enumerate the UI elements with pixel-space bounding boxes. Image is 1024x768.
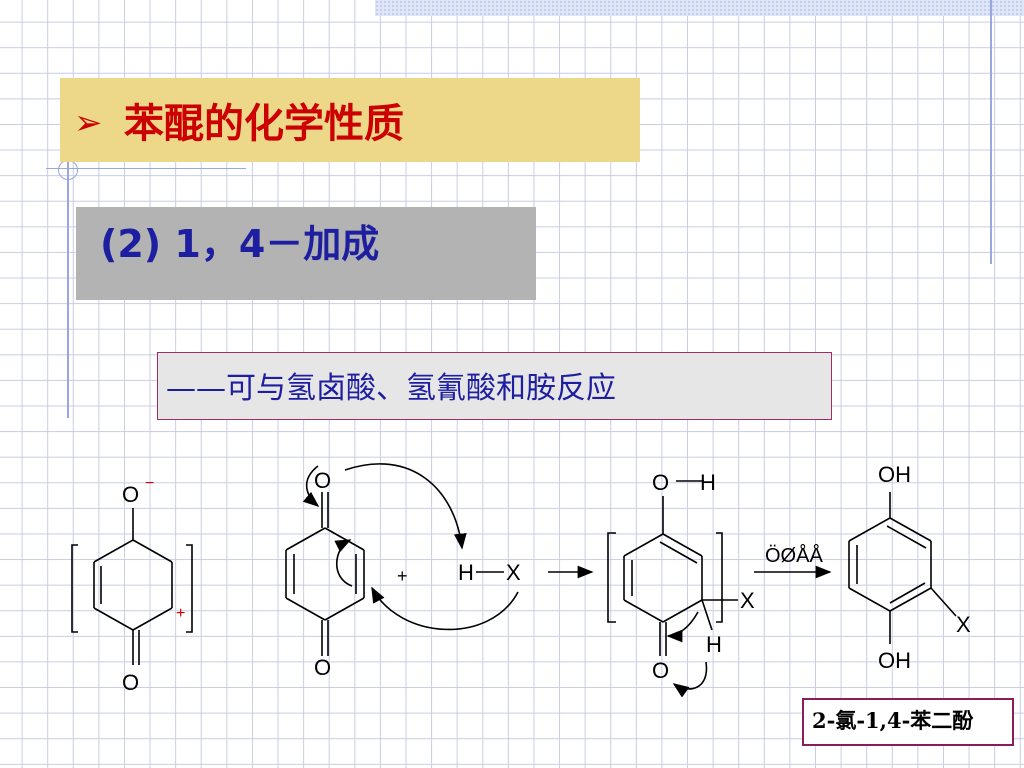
- bullet-arrow-icon: ➢: [74, 103, 103, 143]
- intermediate-structure: [607, 480, 738, 698]
- quinone-oxygen-bottom: O: [314, 655, 331, 680]
- horizontal-guide-line: [46, 168, 246, 169]
- reaction-note: ——可与氢卤酸、氢氰酸和胺反应: [166, 371, 616, 406]
- title-banner: [60, 78, 640, 162]
- product-hydroxyl-top: OH: [878, 462, 911, 487]
- vertical-guide-line-right: [990, 0, 992, 264]
- reagent-hydrogen: H: [458, 560, 474, 585]
- resonance-oxygen-bottom: O: [122, 670, 139, 695]
- intermediate-halogen: X: [740, 588, 755, 613]
- product-name: 2-氯-1,4-苯二酚: [812, 708, 974, 733]
- intermediate-oxygen-top: O: [652, 470, 669, 495]
- reaction-note-box: [157, 352, 832, 420]
- product-name-box: [802, 698, 1014, 746]
- arrow-label: ÖØÅÅ: [765, 544, 823, 567]
- resonance-oxygen-top: O: [122, 482, 139, 507]
- quinone-oxygen-top: O: [314, 468, 331, 493]
- intermediate-hydrogen-ring: H: [706, 632, 722, 657]
- plus-sign: +: [397, 566, 408, 586]
- resonance-charge-plus: +: [176, 605, 185, 622]
- product-halogen: X: [956, 612, 971, 637]
- intermediate-hydrogen-top: H: [700, 470, 716, 495]
- vertical-guide-line-left: [67, 160, 69, 418]
- section-subtitle: (2) 1，4－加成: [100, 222, 380, 266]
- product-hydroxyl-bottom: OH: [878, 648, 911, 673]
- product-structure: [848, 492, 957, 644]
- reagent-halogen: X: [506, 560, 521, 585]
- resonance-structure: [71, 508, 193, 665]
- slide-title: 苯醌的化学性质: [124, 101, 404, 147]
- quinone-structure: [285, 463, 519, 656]
- subtitle-banner: [76, 207, 536, 300]
- top-decorative-band: [375, 0, 1024, 16]
- resonance-charge-minus: −: [145, 475, 154, 492]
- intermediate-oxygen-bottom: O: [652, 658, 669, 683]
